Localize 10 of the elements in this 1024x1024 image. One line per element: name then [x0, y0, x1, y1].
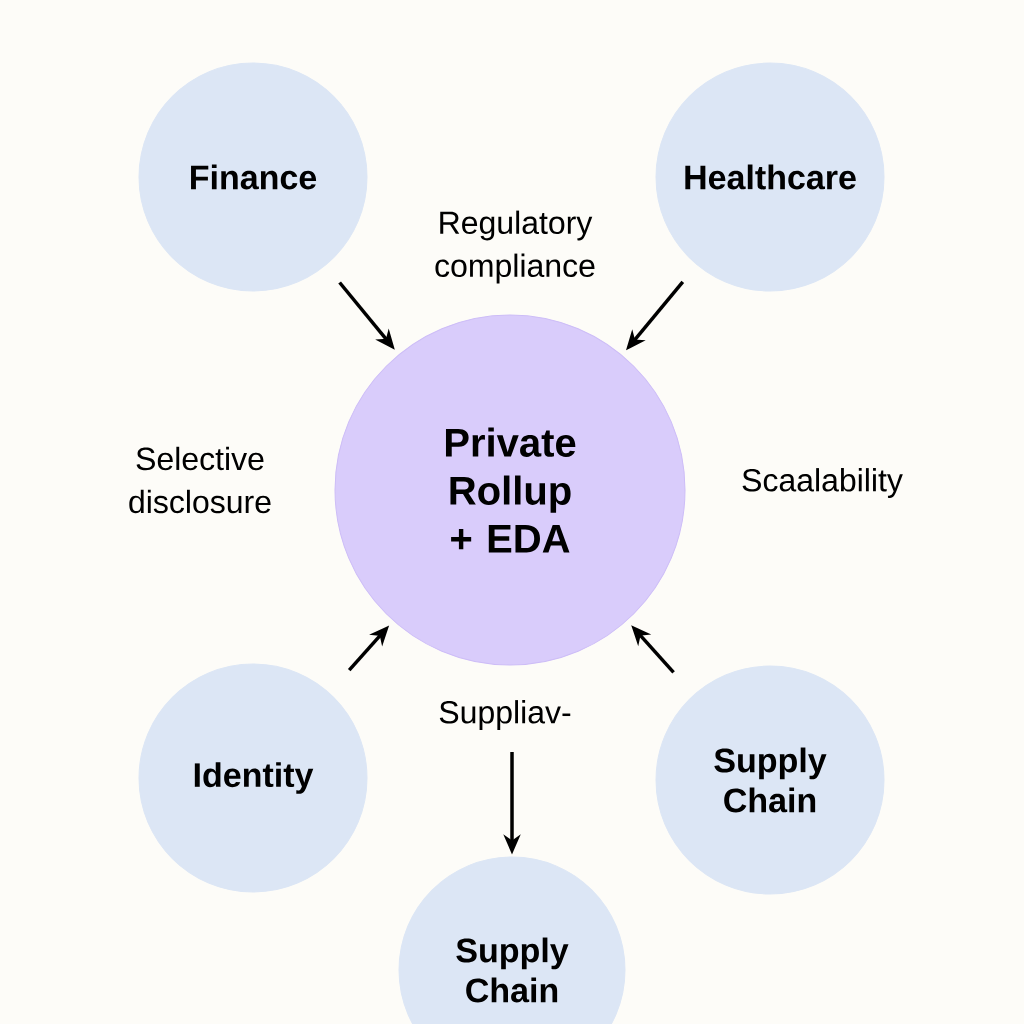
label-text: Suppliav-: [439, 700, 571, 730]
circle-node: Identity: [138, 663, 368, 893]
label-text: Scaalability: [742, 468, 903, 498]
circle-node: Supply Chain: [655, 665, 885, 895]
circle-node: Private Rollup + EDA: [334, 314, 686, 666]
circle-node: Healthcare: [655, 62, 885, 292]
label-text: Selective disclosure: [129, 446, 271, 514]
circle-node: Supply Chain: [398, 856, 626, 1024]
circle-node: Finance: [138, 62, 368, 292]
label-text: Regulatory compliance: [435, 210, 595, 284]
